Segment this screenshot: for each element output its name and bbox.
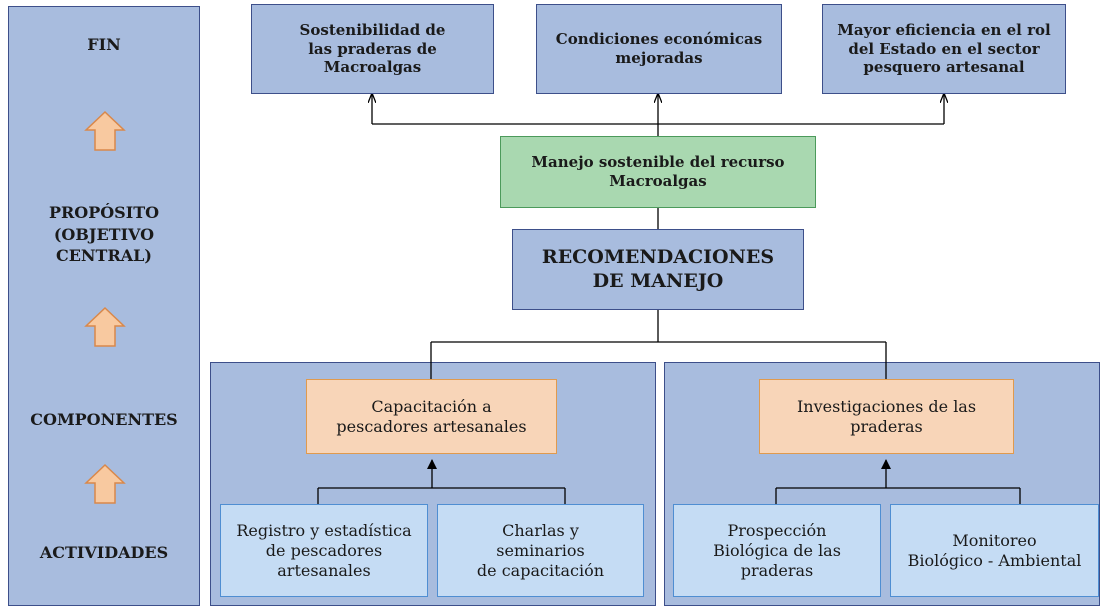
up-arrow-icon	[84, 110, 126, 151]
activity-box-registro: Registro y estadística de pescadores art…	[220, 504, 428, 597]
level-label-proposito: PROPÓSITO (OBJETIVO CENTRAL)	[48, 203, 160, 266]
activity-box-prospeccion: Prospección Biológica de las praderas	[673, 504, 881, 597]
level-label-actividades: ACTIVIDADES	[39, 543, 169, 562]
sidebar-panel	[8, 6, 200, 606]
activity-box-monitoreo: Monitoreo Biológico - Ambiental	[890, 504, 1099, 597]
up-arrow-icon	[84, 306, 126, 347]
fin-box-sostenibilidad: Sostenibilidad de las praderas de Macroa…	[251, 4, 494, 94]
fin-box-condiciones: Condiciones económicas mejoradas	[536, 4, 782, 94]
fin-box-eficiencia: Mayor eficiencia en el rol del Estado en…	[822, 4, 1066, 94]
activity-box-charlas: Charlas y seminarios de capacitación	[437, 504, 644, 597]
up-arrow-icon	[84, 463, 126, 504]
component-box-investigaciones: Investigaciones de las praderas	[759, 379, 1014, 454]
level-label-componentes: COMPONENTES	[30, 410, 178, 429]
recommendations-box: RECOMENDACIONES DE MANEJO	[512, 229, 804, 310]
purpose-box: Manejo sostenible del recurso Macroalgas	[500, 136, 816, 208]
level-label-fin: FIN	[87, 35, 121, 54]
component-box-capacitacion: Capacitación a pescadores artesanales	[306, 379, 557, 454]
